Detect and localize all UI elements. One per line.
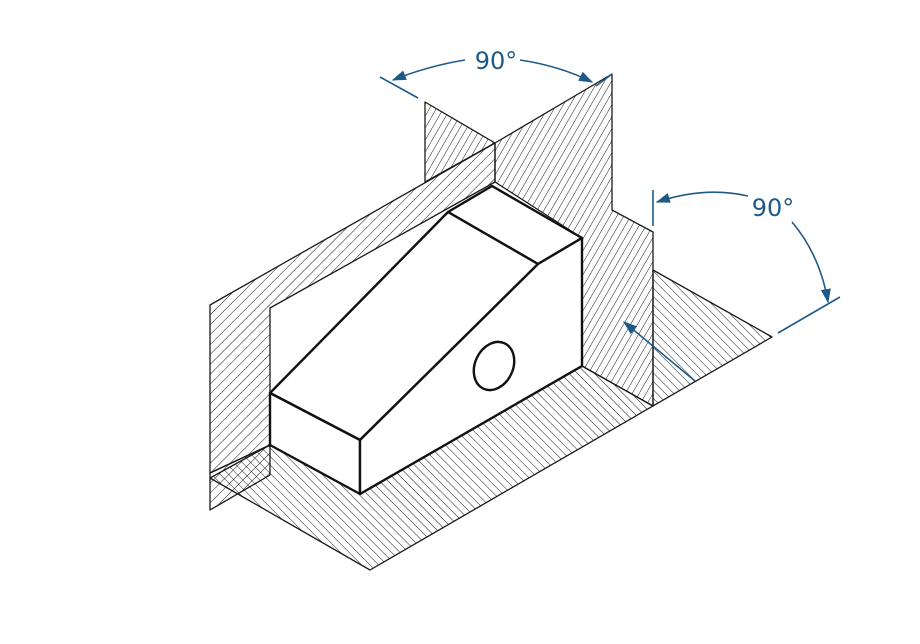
solid-object [268,184,584,496]
arc-top-left [391,59,466,81]
dimensions [379,59,841,382]
extension-line-top-right [595,73,613,87]
extension-line-right-bottom [777,296,841,334]
arc-top-right [519,59,594,83]
object-side-face [358,236,584,496]
object-hole [472,340,516,392]
extension-line-top-left [379,76,419,99]
frontal-plane-top-flap [424,101,496,183]
angle-label-right: 90° [752,194,795,222]
view-direction-arrow [622,321,696,382]
planes [209,73,773,571]
angle-label-top: 90° [475,47,518,75]
arc-right-bottom [791,221,831,304]
arc-right-top [655,191,749,203]
